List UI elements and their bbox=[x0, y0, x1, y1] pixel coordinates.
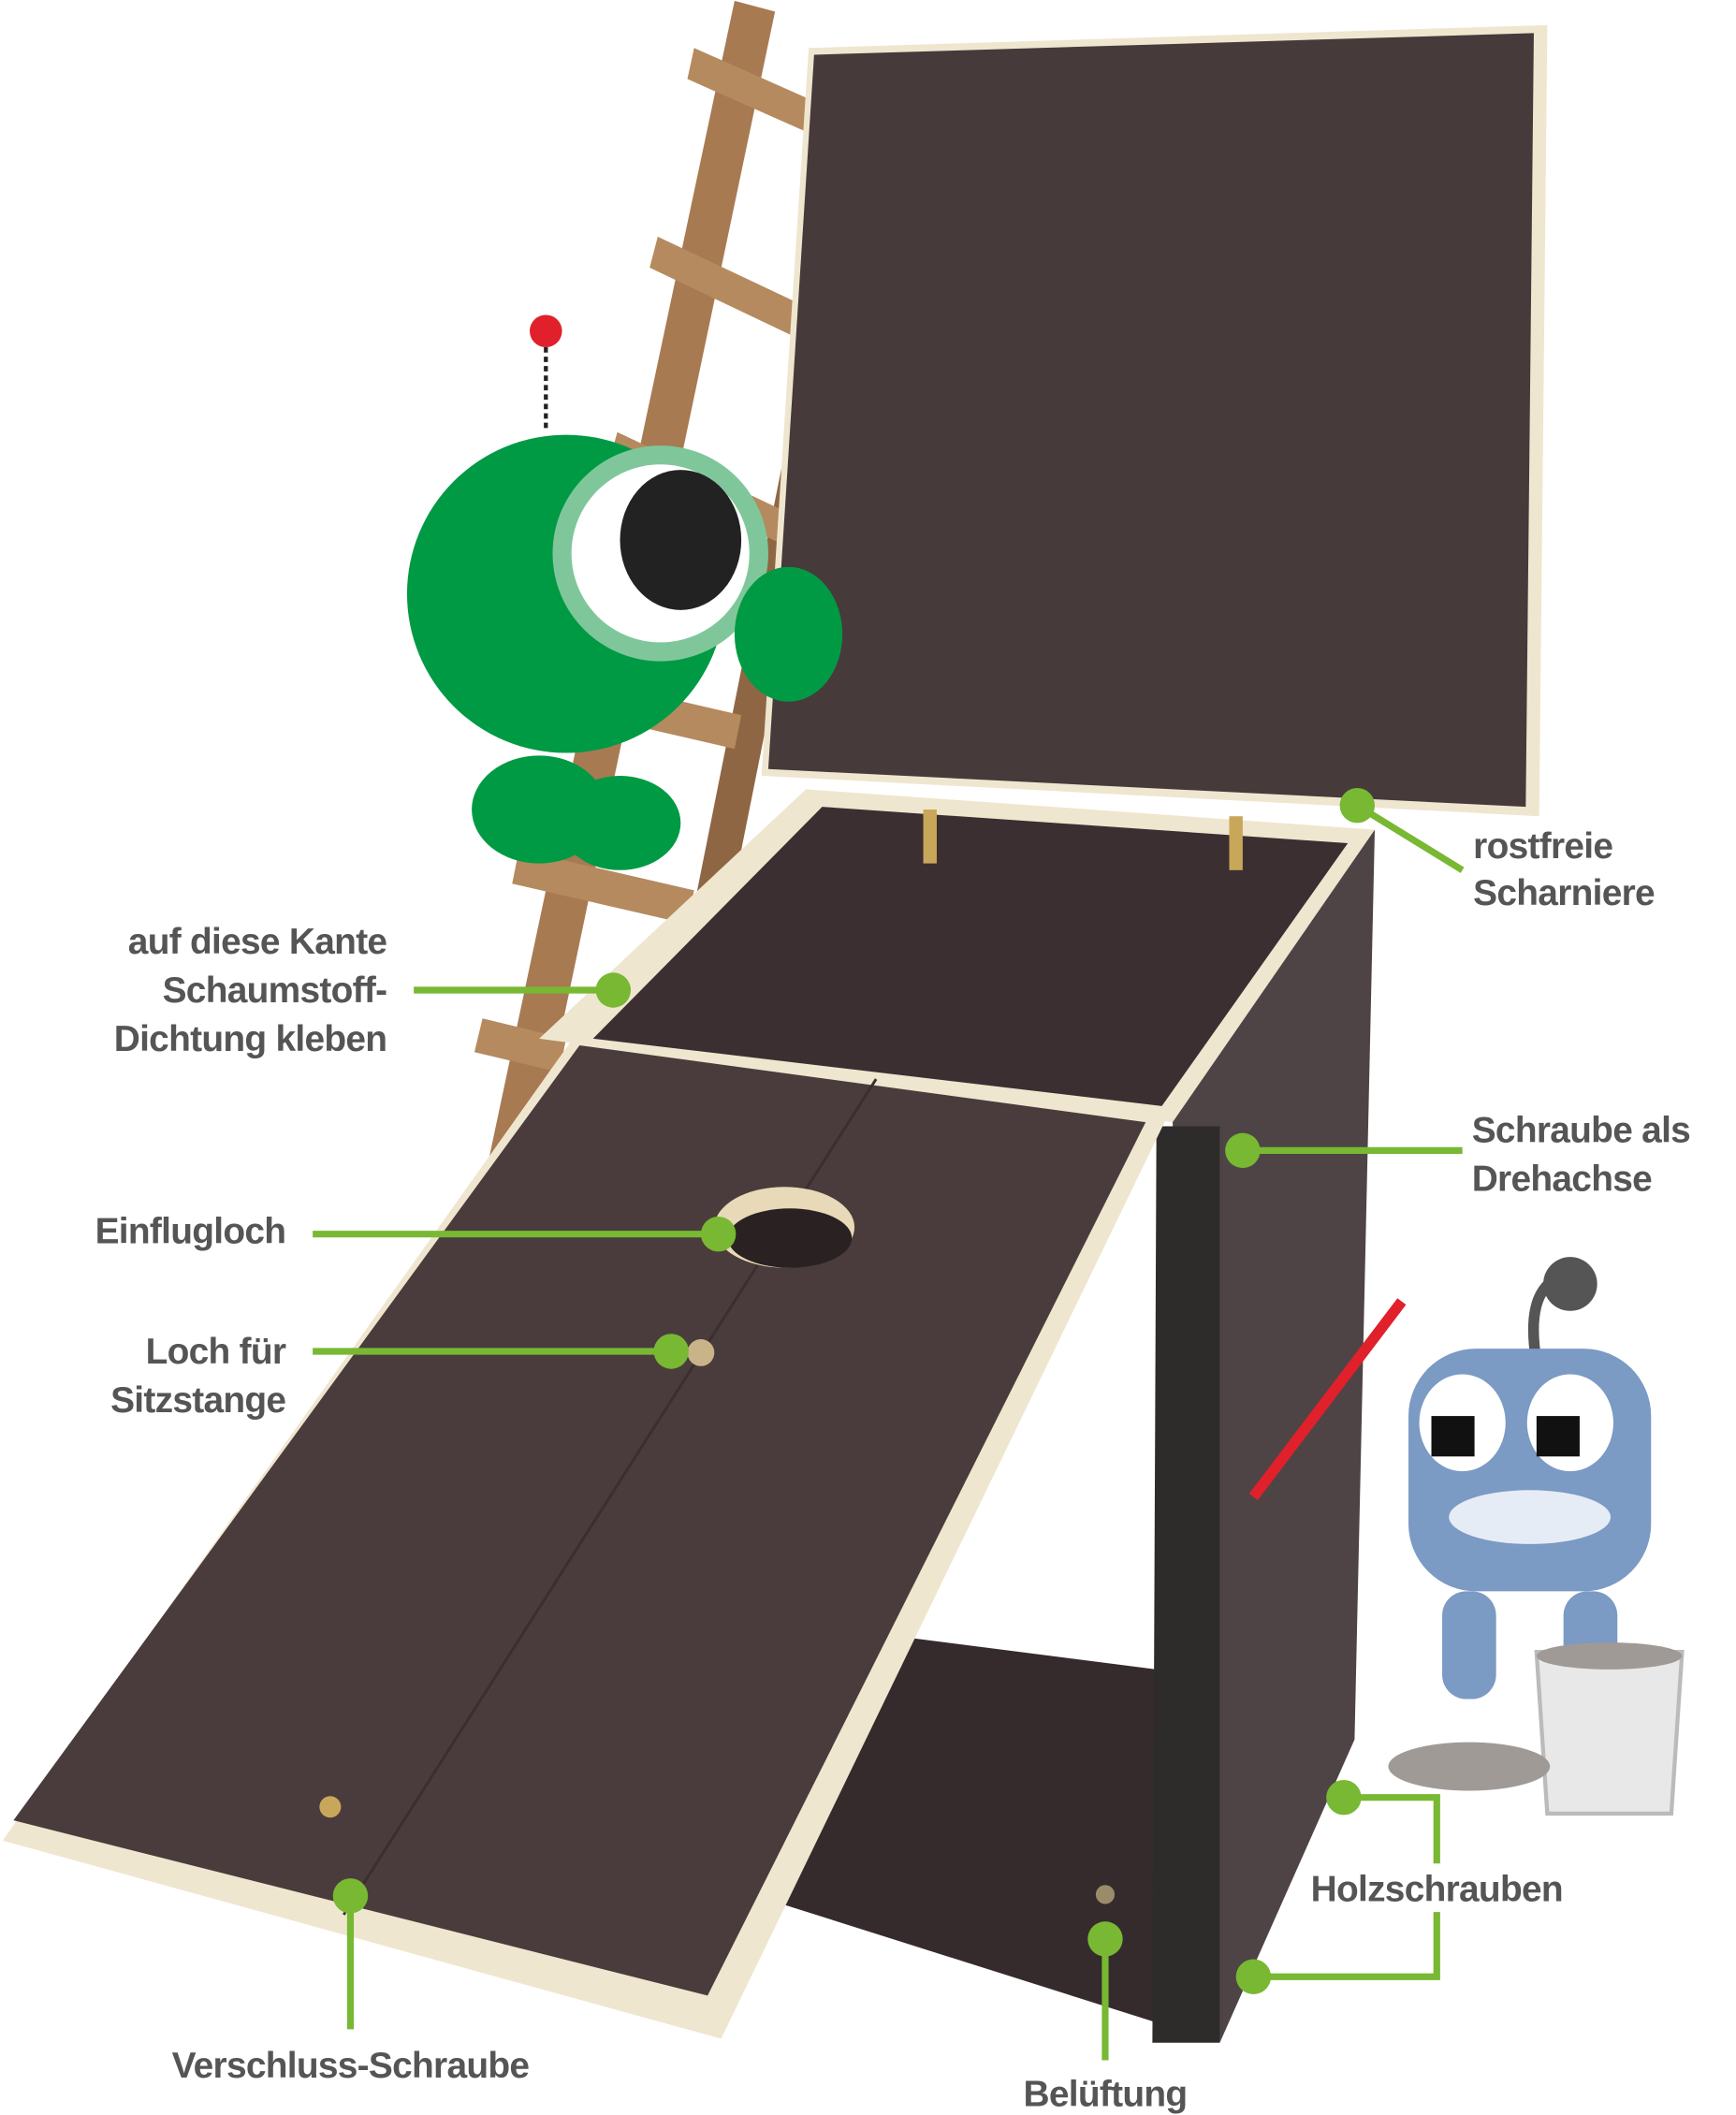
label-pivot-1: Schraube als bbox=[1472, 1111, 1690, 1151]
perch-hole bbox=[687, 1339, 715, 1366]
blue-robot-mascot bbox=[1248, 1257, 1685, 1816]
callout-ventilation: Belüftung bbox=[1024, 1921, 1188, 2114]
nest-box bbox=[2, 789, 1376, 2043]
label-lock-screw: Verschluss-Schraube bbox=[172, 2046, 530, 2086]
label-hinges-1: rostfreie bbox=[1473, 826, 1612, 867]
callout-perch-hole: Loch für Sitzstange bbox=[110, 1332, 689, 1421]
callout-pivot-screw: Schraube als Drehachse bbox=[1225, 1111, 1691, 1200]
label-seal-2: Schaumstoff- bbox=[163, 970, 387, 1011]
label-perch-2: Sitzstange bbox=[110, 1380, 285, 1421]
callout-entrance-hole: Einflugloch bbox=[95, 1212, 737, 1252]
label-hinges-2: Scharniere bbox=[1473, 873, 1655, 913]
label-seal-3: Dichtung kleben bbox=[114, 1019, 387, 1059]
label-pivot-2: Drehachse bbox=[1472, 1160, 1652, 1200]
callout-seal-edge: auf diese Kante Schaumstoff- Dichtung kl… bbox=[114, 922, 632, 1059]
callout-hinges: rostfreie Scharniere bbox=[1339, 787, 1656, 913]
label-perch-1: Loch für bbox=[146, 1332, 286, 1372]
callout-wood-screws: Holzschrauben bbox=[1235, 1779, 1564, 1994]
lid-panel bbox=[761, 24, 1548, 817]
label-ventilation: Belüftung bbox=[1024, 2074, 1188, 2114]
callout-lock-screw: Verschluss-Schraube bbox=[172, 1878, 530, 2086]
label-entrance: Einflugloch bbox=[95, 1212, 286, 1252]
label-wood-screws: Holzschrauben bbox=[1311, 1870, 1563, 1910]
label-seal-1: auf diese Kante bbox=[128, 922, 387, 962]
green-monster-mascot bbox=[406, 314, 843, 870]
